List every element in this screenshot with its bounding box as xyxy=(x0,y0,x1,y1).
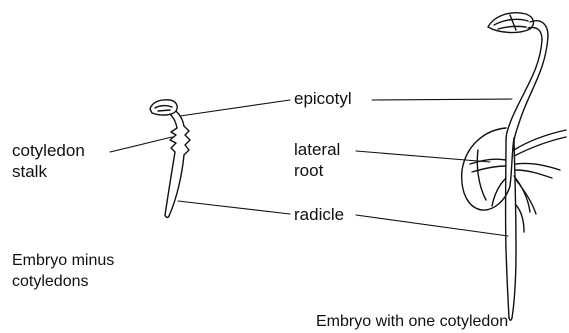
caption-right: Embryo with one cotyledon xyxy=(316,312,508,332)
label-cotyledon-stalk-line2: stalk xyxy=(12,162,47,182)
leader-cotyledon-stalk xyxy=(110,137,172,152)
left-embryo-drawing xyxy=(150,100,190,218)
leader-radicle-left xyxy=(178,201,290,214)
caption-left-line2: cotyledons xyxy=(12,272,89,292)
caption-left-line1: Embryo minus xyxy=(12,251,114,271)
leader-radicle-right xyxy=(356,215,508,236)
label-lateral-root-line1: lateral xyxy=(294,140,340,160)
leader-lateral-root xyxy=(356,151,490,162)
right-embryo-drawing xyxy=(462,13,566,320)
label-cotyledon-stalk-line1: cotyledon xyxy=(12,141,85,161)
leader-epicotyl-right xyxy=(372,99,512,100)
label-lateral-root-line2: root xyxy=(294,161,323,181)
label-epicotyl: epicotyl xyxy=(294,89,352,109)
leader-epicotyl-left xyxy=(180,100,290,116)
label-radicle: radicle xyxy=(294,205,344,225)
